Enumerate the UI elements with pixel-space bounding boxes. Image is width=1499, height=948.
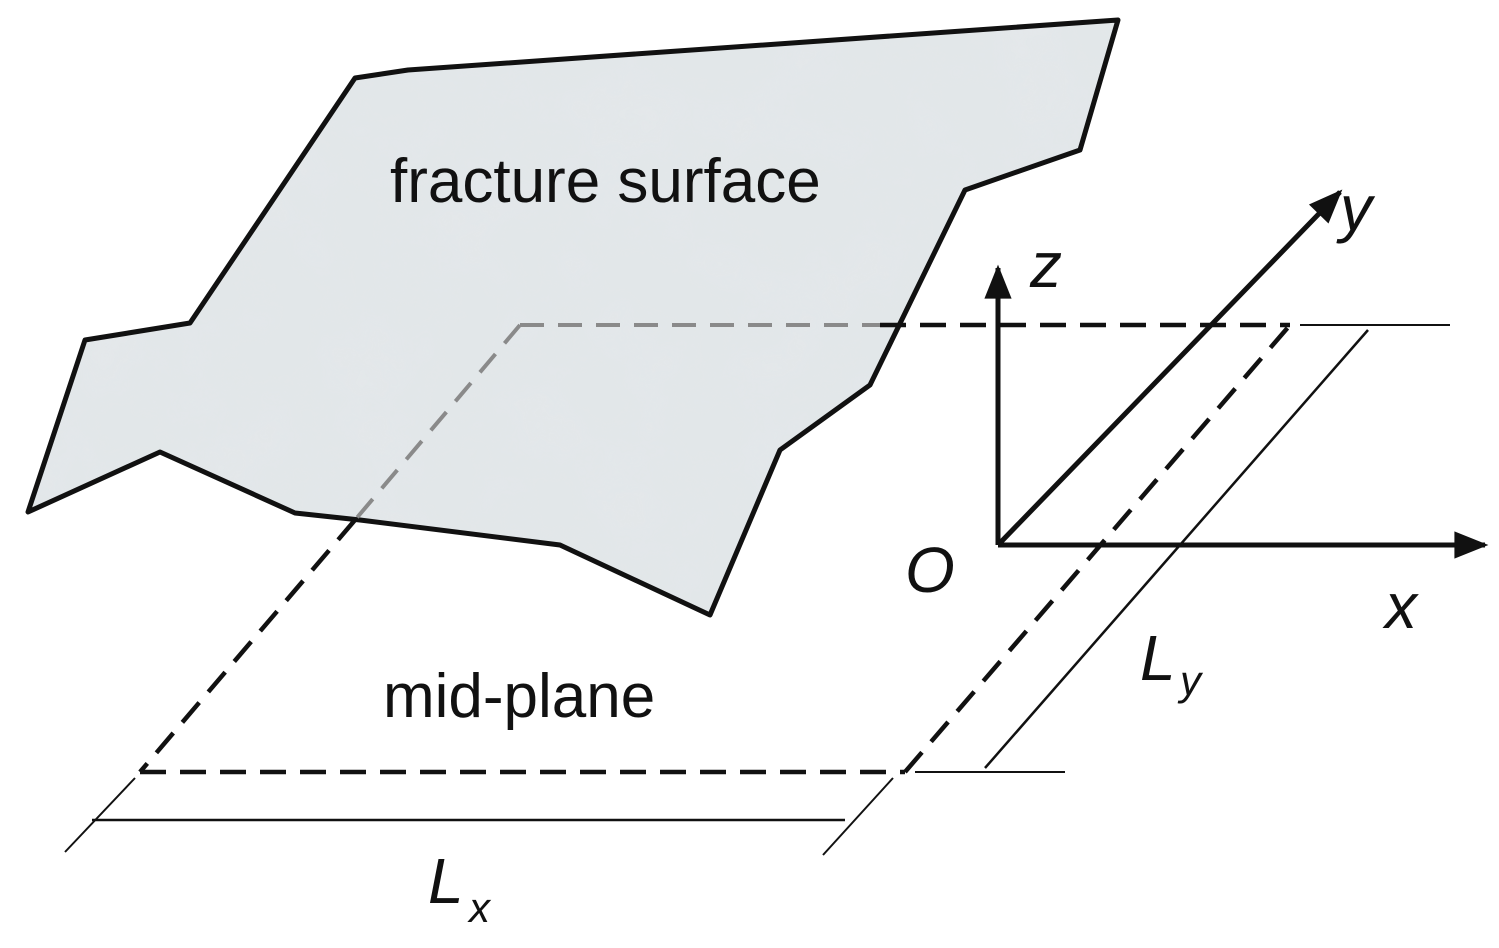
axis-label-x: x xyxy=(1382,570,1419,642)
origin-label: O xyxy=(905,534,955,606)
fracture-surface-label: fracture surface xyxy=(390,147,821,216)
mid-plane-label: mid-plane xyxy=(383,662,655,731)
ly-label: L y xyxy=(1140,622,1204,704)
mid-plane-left-edge xyxy=(138,518,357,774)
ly-dimension-line xyxy=(984,329,1369,769)
fracture-surface-outline xyxy=(25,17,1121,618)
ly-label-main: L xyxy=(1140,622,1176,694)
mid-plane-right-edge xyxy=(903,323,1292,774)
fracture-surface-texture xyxy=(28,20,1118,615)
lx-label-subscript: x xyxy=(467,884,492,931)
y-axis-arrow xyxy=(996,189,1343,547)
mid-plane-outline xyxy=(138,322,1292,775)
lx-label: L x xyxy=(428,845,492,931)
coordinate-axes xyxy=(984,189,1489,559)
axis-label-z: z xyxy=(1029,229,1062,301)
lx-label-main: L xyxy=(428,845,464,917)
dimension-lines xyxy=(64,324,1450,856)
mid-plane-left-edge-faint xyxy=(353,323,522,522)
fracture-surface xyxy=(25,17,1121,618)
ly-label-subscript: y xyxy=(1177,657,1204,704)
axis-label-y: y xyxy=(1336,172,1376,244)
lx-extension-left xyxy=(64,777,136,853)
lx-extension-right xyxy=(822,777,894,856)
